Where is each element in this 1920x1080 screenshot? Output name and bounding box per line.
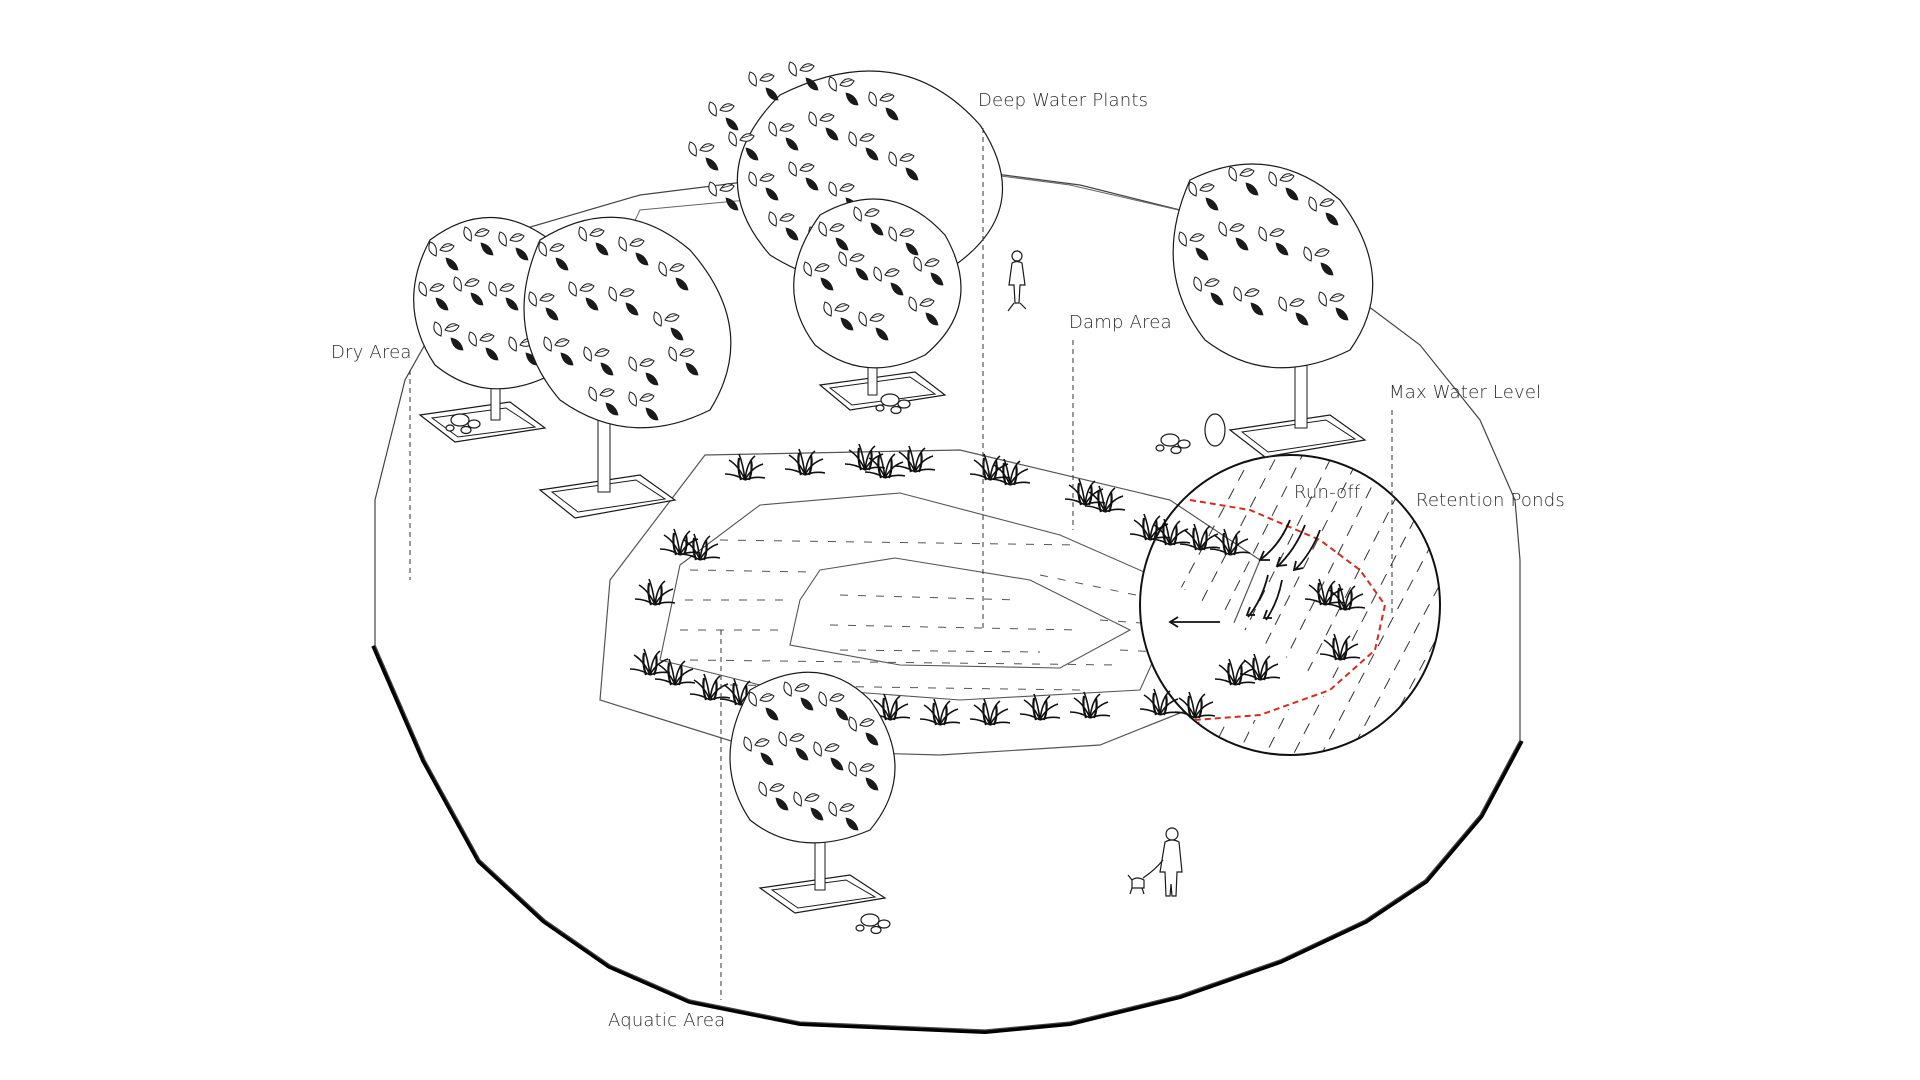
label-dry-area: Dry Area <box>331 342 412 363</box>
label-max-water-level: Max Water Level <box>1389 382 1542 403</box>
label-run-off: Run-off <box>1294 482 1361 503</box>
person-with-dog-icon <box>1127 827 1183 897</box>
label-aquatic-area: Aquatic Area <box>608 1010 726 1031</box>
pond <box>599 449 1261 756</box>
tree-front <box>729 671 896 935</box>
tree-back-right-center <box>793 198 962 415</box>
tree-left-center <box>523 216 732 519</box>
label-deep-water-plants: Deep Water Plants <box>978 90 1149 111</box>
label-damp-area: Damp Area <box>1069 312 1172 333</box>
label-retention-ponds: Retention Ponds <box>1416 490 1565 511</box>
person-walking-icon <box>1007 250 1027 312</box>
leader-lines <box>409 128 1393 1000</box>
tree-right <box>1155 163 1374 458</box>
